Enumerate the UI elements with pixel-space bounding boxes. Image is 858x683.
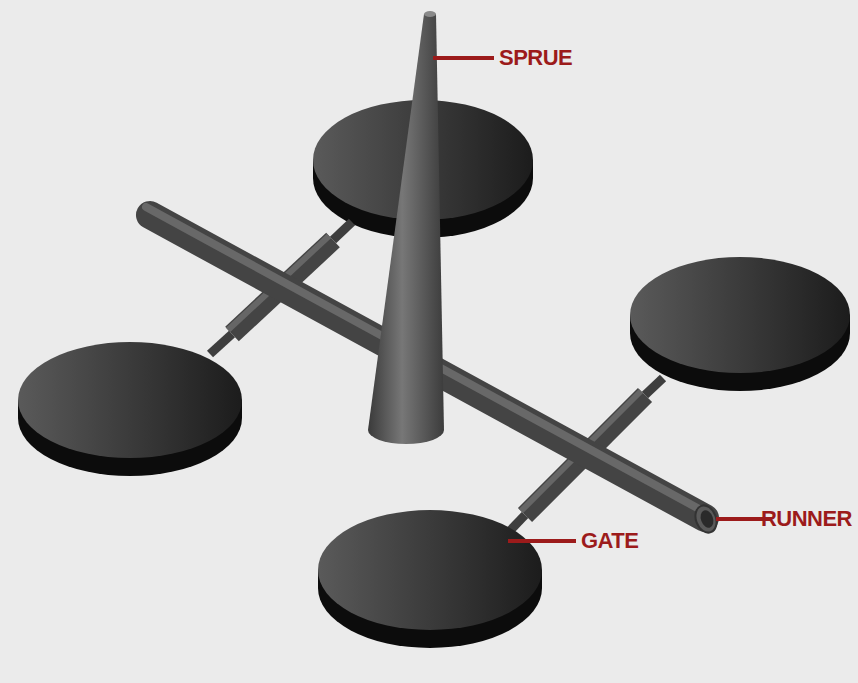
part-label: RUNNER xyxy=(761,508,852,530)
sprue-cone xyxy=(368,11,444,444)
cavity-disc xyxy=(630,257,850,391)
part-label: GATE xyxy=(581,530,638,552)
leader-lines xyxy=(433,58,772,541)
leader-line xyxy=(508,539,576,543)
cavity-disc xyxy=(18,342,242,476)
part-label: SPRUE xyxy=(499,47,572,69)
cavity-disc xyxy=(318,510,542,648)
leader-line xyxy=(433,56,494,60)
